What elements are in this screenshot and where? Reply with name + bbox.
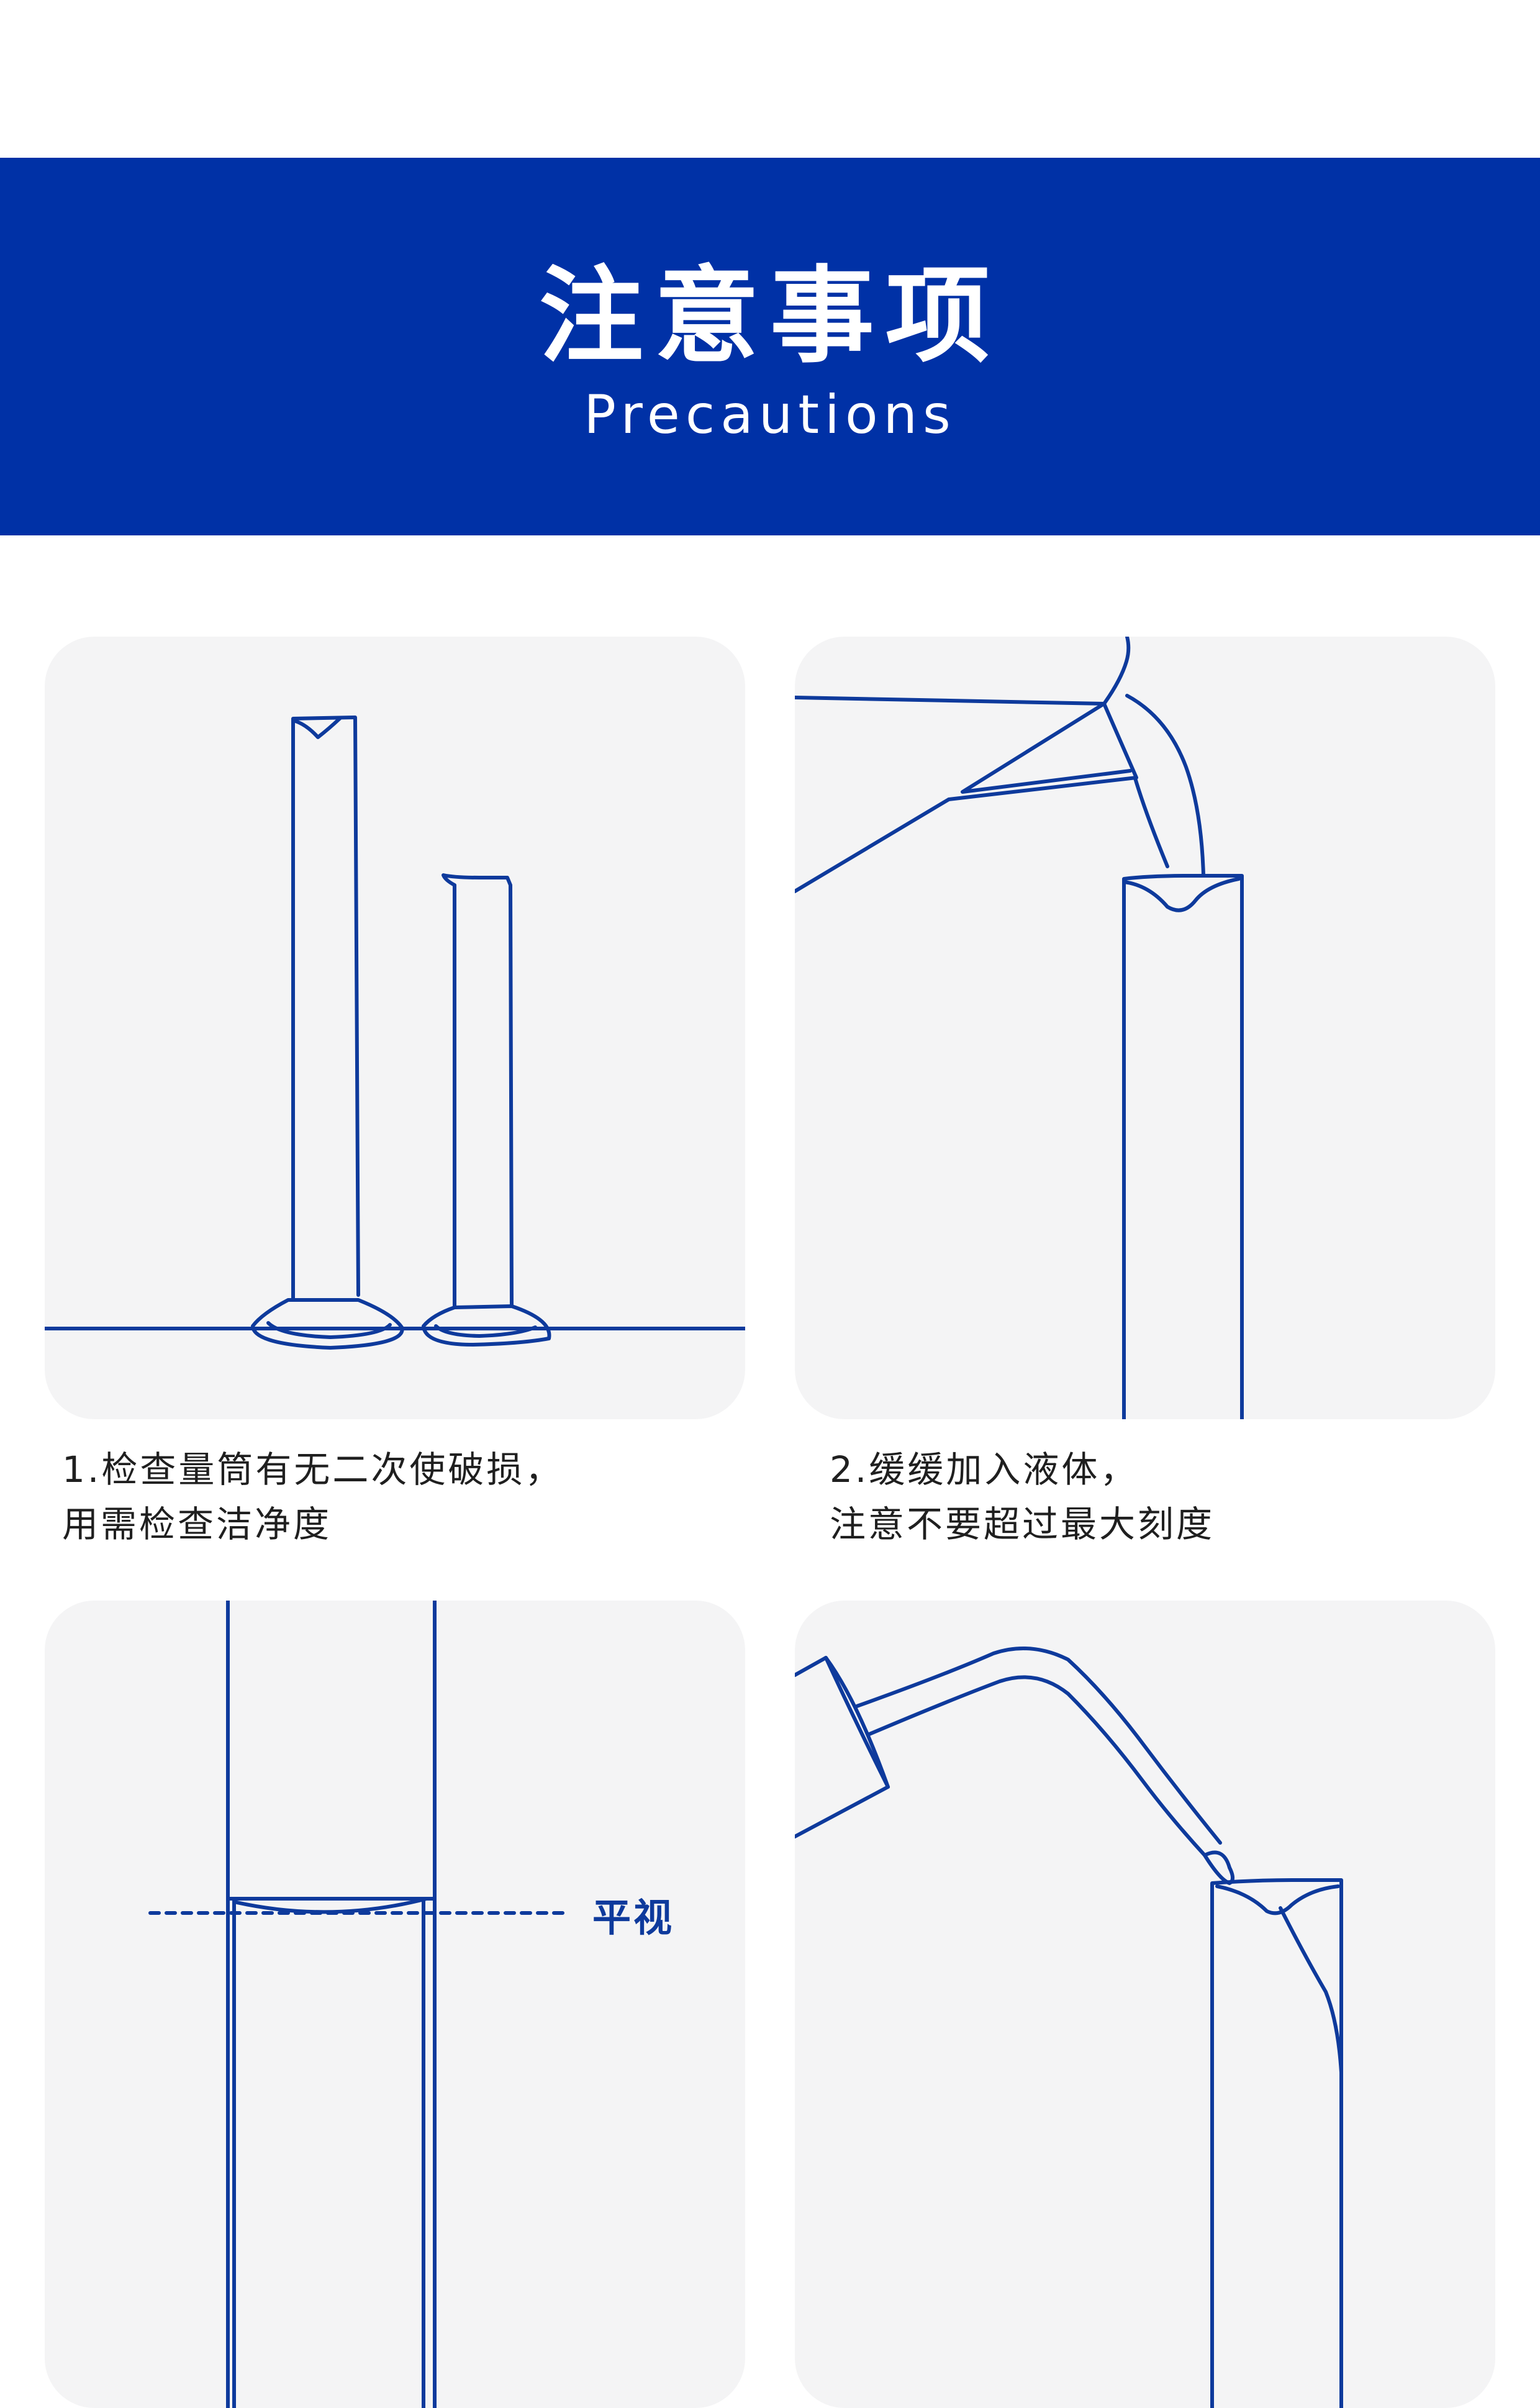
measuring-cylinder-icon bbox=[1122, 874, 1244, 1419]
cylinder-closeup-icon bbox=[226, 1601, 437, 2408]
step-2-caption-line-1: 2.缓缓加入液体， bbox=[830, 1448, 1139, 1491]
page-title: 注意事项 bbox=[539, 255, 1001, 377]
step-1-caption-line-1: 1.检查量筒有无二次使破损， bbox=[62, 1448, 564, 1491]
step-1-illustration bbox=[45, 637, 745, 1419]
step-4-illustration bbox=[795, 1601, 1495, 2408]
measuring-cylinder-icon bbox=[1210, 1878, 1343, 2408]
eye-level-label: 平视 bbox=[592, 1895, 675, 1940]
step-1-caption-line-2: 用需检查洁净度 bbox=[62, 1503, 332, 1545]
step-2-caption-line-2: 注意不要超过最大刻度 bbox=[830, 1503, 1215, 1545]
page-subtitle: Precautions bbox=[584, 384, 956, 446]
beaker-icon bbox=[795, 637, 1205, 893]
step-2-caption: 2.缓缓加入液体， 注意不要超过最大刻度 bbox=[830, 1442, 1215, 1552]
tall-cylinder-icon bbox=[251, 716, 404, 1350]
step-3-illustration: 平视 bbox=[45, 1601, 745, 2408]
step-2-illustration bbox=[795, 637, 1495, 1419]
wash-bottle-icon bbox=[795, 1647, 1234, 1885]
liquid-stream bbox=[1133, 776, 1169, 868]
short-cylinder-icon bbox=[422, 873, 551, 1347]
step-1-caption: 1.检查量筒有无二次使破损， 用需检查洁净度 bbox=[62, 1442, 563, 1552]
header-banner bbox=[0, 158, 1540, 535]
